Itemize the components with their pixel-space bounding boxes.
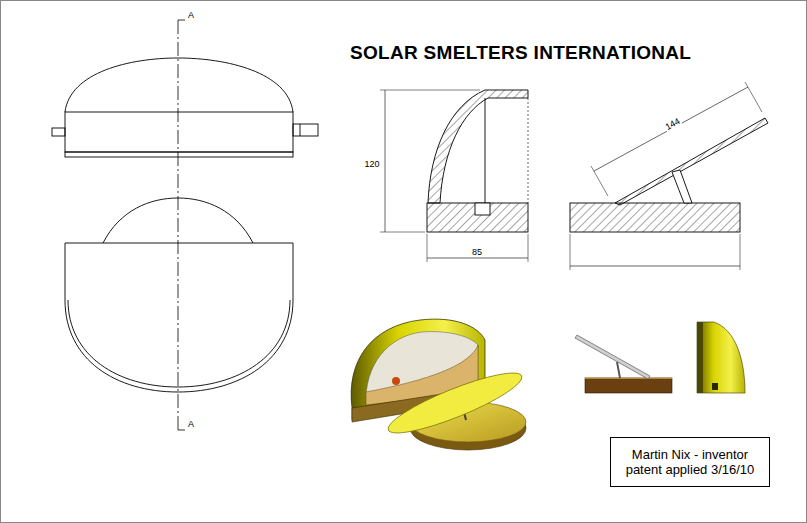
title-block: Martin Nix - inventor patent applied 3/1… xyxy=(610,437,770,487)
small-renders xyxy=(575,322,745,393)
dimension: 120 xyxy=(363,159,380,169)
inventor-note: Martin Nix - inventor patent applied 3/1… xyxy=(619,447,761,477)
reflector-view xyxy=(570,82,768,270)
dimension: 144 xyxy=(663,115,683,132)
front-elevation xyxy=(52,58,318,157)
dimension: 85 xyxy=(471,247,483,257)
section-letter: A xyxy=(187,10,195,20)
plan-view xyxy=(65,198,293,392)
section-view xyxy=(380,90,528,262)
drawing-title: SOLAR SMELTERS INTERNATIONAL xyxy=(350,42,691,64)
cutaway-render xyxy=(351,319,527,450)
section-letter: A xyxy=(187,419,195,429)
section-line xyxy=(178,20,185,430)
